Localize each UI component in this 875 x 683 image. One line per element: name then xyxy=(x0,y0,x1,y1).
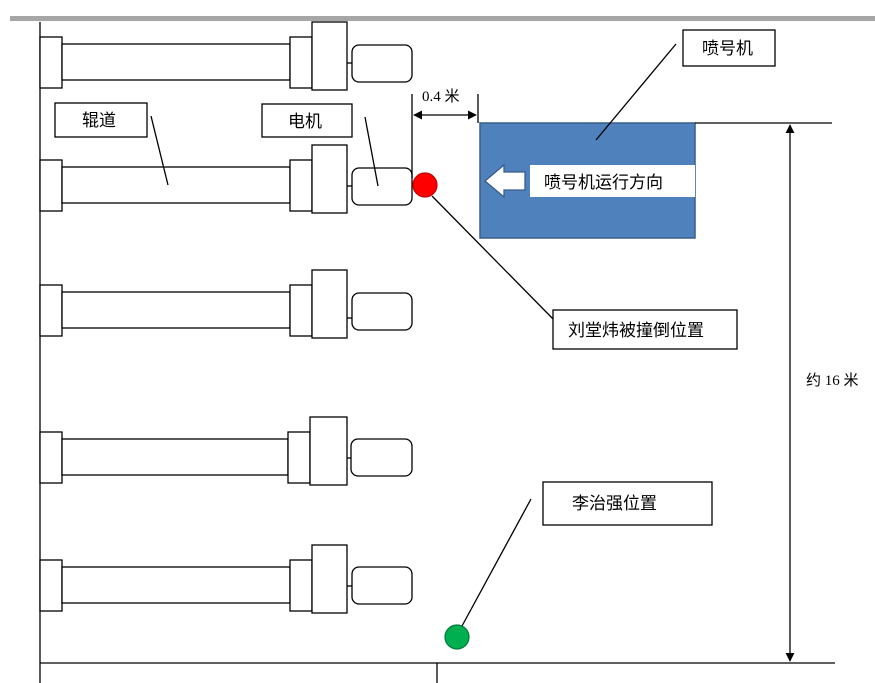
direction-label-box xyxy=(530,165,695,197)
sprayer-leader-line xyxy=(595,43,677,141)
length-dimension: 约 16 米 xyxy=(695,122,859,662)
roller-row-2 xyxy=(39,144,413,214)
gap-label: 0.4 米 xyxy=(422,88,460,105)
roller-label: 辊道 xyxy=(82,111,116,131)
motor-box xyxy=(311,269,348,339)
motor-housing xyxy=(351,292,413,331)
roller-left-cap xyxy=(39,36,63,89)
direction-label: 喷号机运行方向 xyxy=(544,173,663,193)
roller-left-cap xyxy=(39,431,63,484)
roller-left-cap xyxy=(39,284,63,337)
li-label: 李治强位置 xyxy=(572,494,657,514)
direction-arrow-icon xyxy=(483,163,526,199)
length-label: 约 16 米 xyxy=(806,372,859,389)
gap-dimension: 0.4 米 xyxy=(411,88,479,178)
sprayer-machine: 喷号机运行方向 xyxy=(479,122,696,239)
roller-row-3 xyxy=(39,269,413,339)
motor-leader-line xyxy=(364,116,379,187)
liu-label: 刘堂炜被撞倒位置 xyxy=(568,321,704,341)
motor-housing xyxy=(351,44,413,83)
motor-housing xyxy=(351,566,413,605)
roller-body xyxy=(61,438,289,476)
motor-label: 电机 xyxy=(288,112,322,132)
liu-position-callout: 刘堂炜被撞倒位置 xyxy=(412,172,738,350)
roller-body xyxy=(61,566,291,604)
roller-right-cap xyxy=(289,559,313,612)
motor-box xyxy=(311,21,348,91)
motor-callout: 电机 xyxy=(261,103,379,187)
roller-callout: 辊道 xyxy=(54,102,169,186)
li-label-box xyxy=(542,481,713,526)
motor-box xyxy=(309,416,348,486)
li-position-marker xyxy=(444,624,470,650)
roller-row-5 xyxy=(39,544,413,614)
motor-housing xyxy=(350,438,413,477)
roller-body xyxy=(61,166,291,204)
roller-left-cap xyxy=(39,159,63,212)
motor-label-box xyxy=(261,103,353,138)
roller-row-4 xyxy=(39,416,413,486)
roller-right-cap xyxy=(289,159,313,212)
motor-housing xyxy=(351,167,413,206)
motor-box xyxy=(311,544,348,614)
roller-left-cap xyxy=(39,559,63,612)
liu-leader-line xyxy=(431,195,557,323)
roller-right-cap xyxy=(289,284,313,337)
sprayer-label-box xyxy=(682,29,776,67)
roller-body xyxy=(61,291,291,329)
roller-row-1 xyxy=(39,21,413,91)
sprayer-label: 喷号机 xyxy=(702,39,753,59)
roller-right-cap xyxy=(287,431,311,484)
motor-box xyxy=(311,144,348,214)
roller-label-box xyxy=(54,102,148,138)
roller-leader-line xyxy=(150,115,169,186)
top-border xyxy=(10,16,875,21)
liu-label-box xyxy=(552,309,738,350)
roller-body xyxy=(61,43,291,81)
sprayer-callout: 喷号机 xyxy=(595,29,776,141)
li-position-callout: 李治强位置 xyxy=(444,481,713,650)
liu-position-marker xyxy=(412,172,438,198)
roller-right-cap xyxy=(289,36,313,89)
li-leader-line xyxy=(461,498,532,627)
